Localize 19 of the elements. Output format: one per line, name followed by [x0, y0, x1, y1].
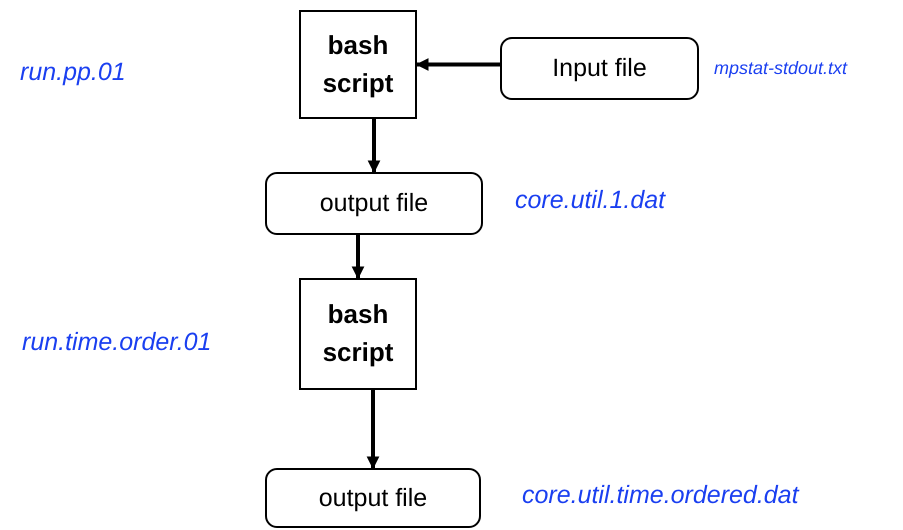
node-label: bash script — [322, 298, 394, 369]
file-name-label: mpstat-stdout.txt — [714, 58, 848, 79]
arrow — [352, 235, 364, 280]
node-label: output file — [320, 188, 428, 220]
file-box — [265, 172, 483, 235]
node-label: bash script — [322, 28, 394, 100]
script-box — [299, 278, 417, 390]
file-box — [500, 37, 699, 100]
node-label: Input file — [552, 53, 647, 84]
node-label: output file — [318, 482, 428, 514]
file-box — [265, 468, 481, 528]
arrow — [416, 58, 500, 71]
arrow — [368, 119, 380, 174]
file-name-label: run.time.order.01 — [22, 328, 212, 357]
arrow — [366, 390, 380, 470]
file-name-label: core.util.time.ordered.dat — [522, 481, 799, 510]
script-name-label: run.pp.01 — [20, 58, 126, 87]
file-name-label: core.util.1.dat — [515, 186, 666, 215]
script-box — [299, 10, 417, 119]
